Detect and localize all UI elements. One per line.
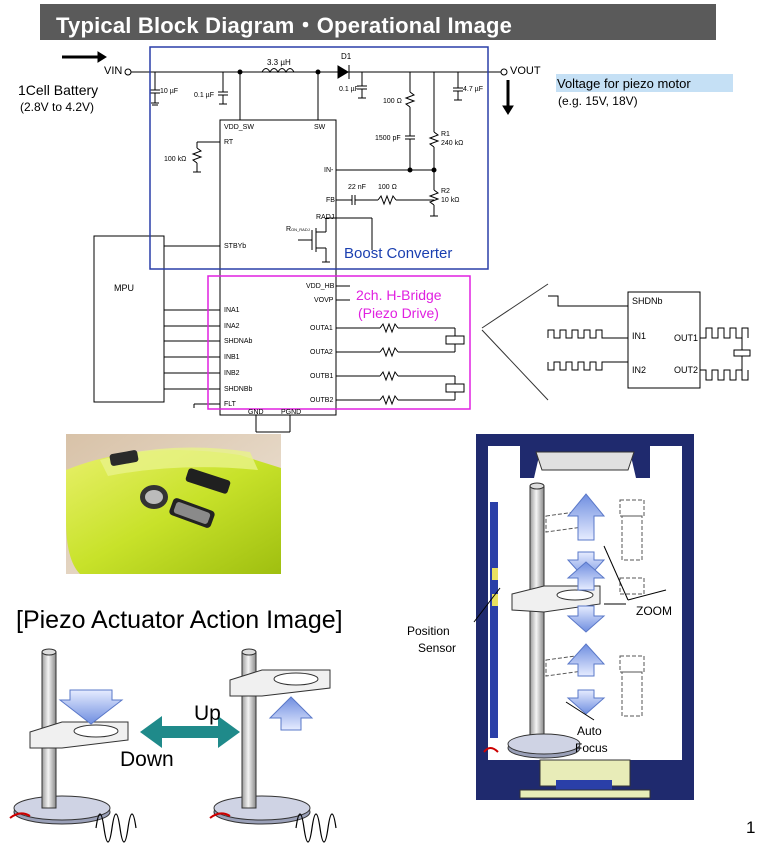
pin-ina2: INA2 xyxy=(224,323,240,330)
pin-fb: FB xyxy=(326,197,335,204)
pin-stbyb: STBYb xyxy=(224,243,247,250)
hbridge-label: 2ch. H-Bridge xyxy=(356,287,442,303)
r2-value: 10 kΩ xyxy=(441,197,460,204)
pin-ina1: INA1 xyxy=(224,307,240,314)
pin-pgnd: PGND xyxy=(281,409,302,416)
timing-out1: OUT1 xyxy=(674,333,699,343)
pin-vdd-sw: VDD_SW xyxy=(224,124,254,131)
pin-vovp: VOVP xyxy=(314,297,334,304)
timing-diagram xyxy=(547,291,751,389)
timing-in1: IN1 xyxy=(632,331,647,341)
auto-focus-label-1: Auto xyxy=(577,724,602,738)
zoom-label: ZOOM xyxy=(636,604,672,618)
cout1-label: 0.1 µF xyxy=(339,86,359,93)
hbridge-sublabel: (Piezo Drive) xyxy=(358,305,439,321)
rsnub-label: 100 Ω xyxy=(383,98,402,105)
cff-label: 1500 pF xyxy=(375,135,401,142)
piezo-title: [Piezo Actuator Action Image] xyxy=(16,606,343,634)
pin-outb2: OUTB2 xyxy=(310,397,334,404)
pin-vdd-hb: VDD_HB xyxy=(306,283,335,290)
vout-label: VOUT xyxy=(510,65,541,77)
piezo-actuator-left xyxy=(9,648,137,843)
pin-flt: FLT xyxy=(224,401,236,408)
page-number: 1 xyxy=(746,818,756,837)
vout-desc: Voltage for piezo motor xyxy=(557,76,691,91)
diode-label: D1 xyxy=(341,52,352,61)
position-sensor-label-2: Sensor xyxy=(418,641,457,655)
rfb-label: 100 Ω xyxy=(378,184,397,191)
position-sensor-label-1: Position xyxy=(407,624,450,638)
title-bar xyxy=(40,4,716,40)
rt-resistor-label: 100 kΩ xyxy=(164,156,187,163)
r1-value: 240 kΩ xyxy=(441,140,464,147)
piezo-actuator-right xyxy=(209,648,337,843)
cfb-label: 22 nF xyxy=(348,184,366,191)
pin-rt: RT xyxy=(224,139,234,146)
timing-shdnb: SHDNb xyxy=(632,296,663,306)
csw-label: 0.1 µF xyxy=(194,92,214,99)
r1-name: R1 xyxy=(441,131,450,138)
cin-label: 10 µF xyxy=(160,88,179,95)
pin-outa2: OUTA2 xyxy=(310,349,333,356)
auto-focus-label-2: Focus xyxy=(575,741,608,755)
pin-outa1: OUTA1 xyxy=(310,325,333,332)
up-label: Up xyxy=(194,702,221,725)
pin-shdnbb: SHDNBb xyxy=(224,386,253,393)
pin-in-minus: IN- xyxy=(324,167,334,174)
camera-module xyxy=(473,434,694,800)
pin-gnd: GND xyxy=(248,409,264,416)
mpu-label: MPU xyxy=(114,283,134,293)
inductor-label: 3.3 µH xyxy=(267,58,291,67)
pin-radj: RADJ xyxy=(316,214,335,221)
up-down-arrow xyxy=(140,716,240,748)
timing-out2: OUT2 xyxy=(674,365,699,375)
hbridge-box xyxy=(207,275,471,410)
pin-shdnab: SHDNAb xyxy=(224,338,253,345)
pin-inb1: INB1 xyxy=(224,354,240,361)
down-label: Down xyxy=(120,748,174,771)
pin-outb1: OUTB1 xyxy=(310,373,334,380)
pin-inb2: INB2 xyxy=(224,370,240,377)
timing-in2: IN2 xyxy=(632,365,647,375)
ron-label: RON_RADJ xyxy=(286,226,310,233)
schematic xyxy=(62,51,549,437)
cout2-label: 4.7 µF xyxy=(463,86,483,93)
vout-highlight xyxy=(556,74,733,92)
vout-example: (e.g. 15V, 18V) xyxy=(558,94,638,108)
r2-name: R2 xyxy=(441,188,450,195)
pin-sw: SW xyxy=(314,124,326,131)
vin-label: VIN xyxy=(104,65,123,77)
battery-range: (2.8V to 4.2V) xyxy=(20,100,95,114)
phone-photo xyxy=(66,434,281,574)
boost-converter-box xyxy=(149,46,489,270)
battery-label: 1Cell Battery xyxy=(18,82,99,98)
page-title: Typical Block Diagram・Operational Image xyxy=(56,13,513,38)
boost-converter-label: Boost Converter xyxy=(344,245,453,262)
